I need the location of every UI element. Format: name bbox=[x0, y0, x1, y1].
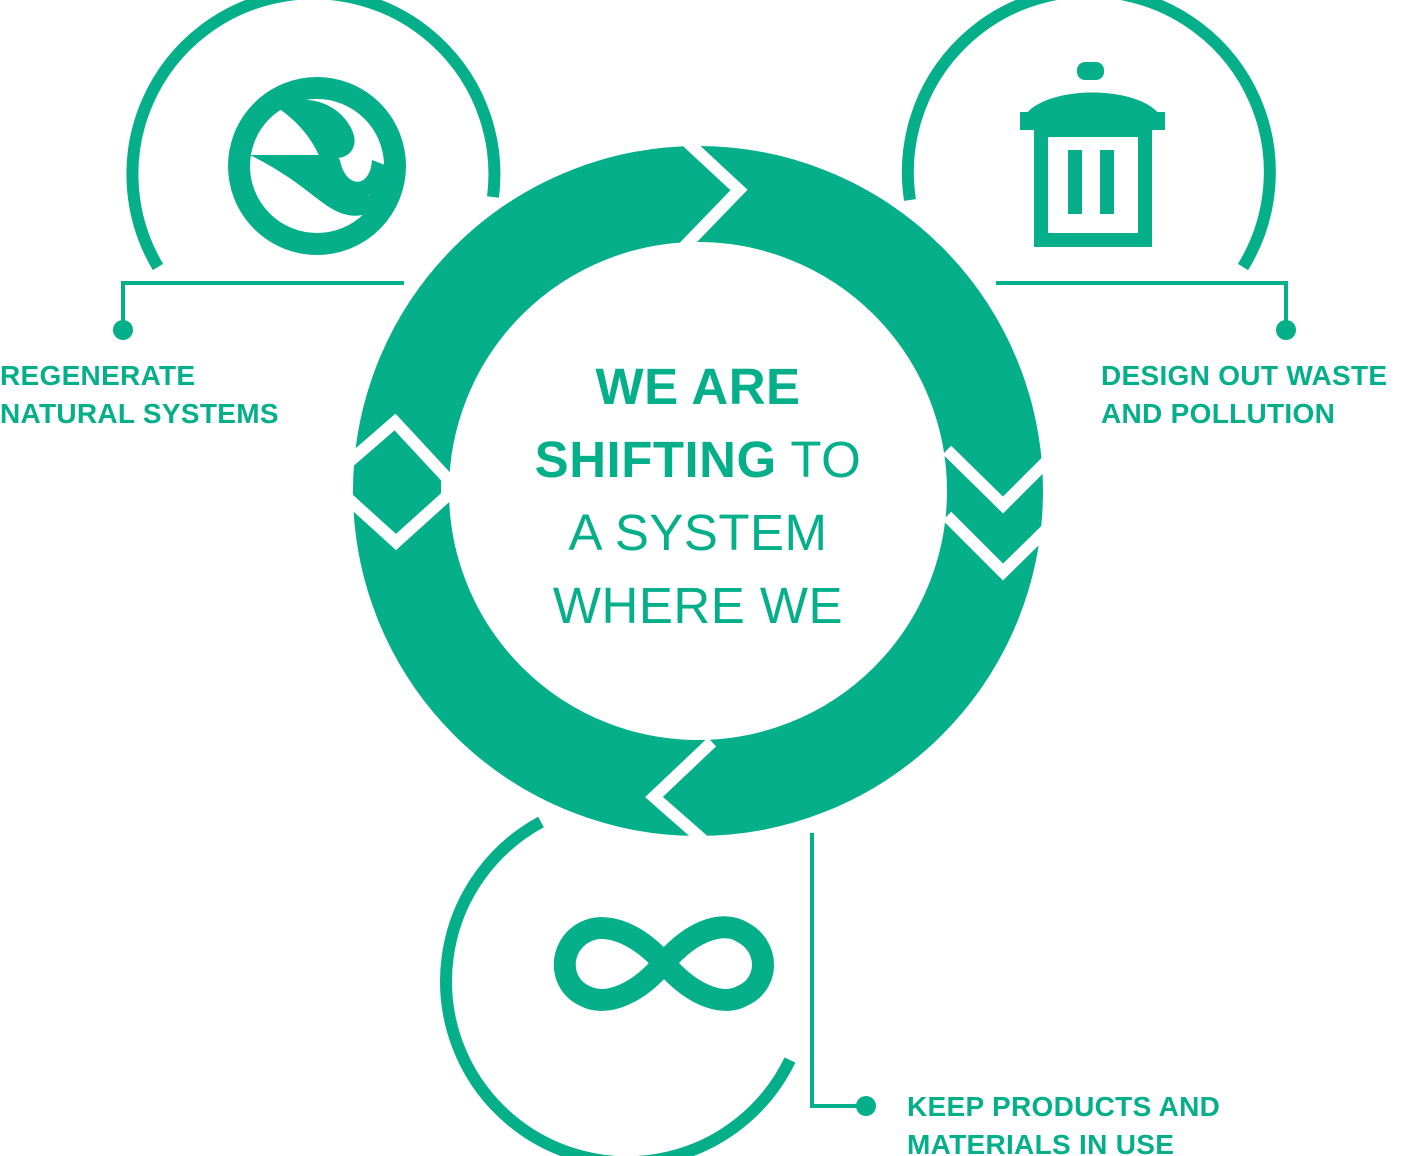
label-line: NATURAL SYSTEMS bbox=[0, 398, 279, 429]
design-connector-dot bbox=[1276, 320, 1296, 340]
trash-bin-icon bbox=[1020, 62, 1165, 247]
label-design-out-waste: DESIGN OUT WASTE AND POLLUTION bbox=[1101, 357, 1387, 433]
ring-divider-right bbox=[942, 445, 1063, 514]
center-line-1: WE ARE bbox=[595, 358, 801, 415]
regenerate-arc bbox=[126, 0, 501, 271]
label-line: DESIGN OUT WASTE bbox=[1101, 360, 1388, 391]
infinity-icon bbox=[553, 916, 774, 1011]
regenerate-connector bbox=[121, 281, 404, 327]
label-regenerate-natural-systems: REGENERATE NATURAL SYSTEMS bbox=[0, 357, 279, 433]
center-line-2-rest: TO bbox=[790, 431, 862, 488]
keep-arc bbox=[440, 816, 796, 1156]
label-line: AND POLLUTION bbox=[1101, 398, 1336, 429]
label-line: MATERIALS IN USE bbox=[907, 1129, 1175, 1156]
design-arc bbox=[901, 0, 1276, 271]
keep-connector-dot bbox=[856, 1096, 876, 1116]
label-keep-products-in-use: KEEP PRODUCTS AND MATERIALS IN USE bbox=[907, 1088, 1220, 1156]
keep-connector bbox=[810, 833, 862, 1108]
center-line-3: A SYSTEM bbox=[568, 504, 828, 561]
center-line-4: WHERE WE bbox=[552, 577, 844, 634]
label-line: KEEP PRODUCTS AND bbox=[907, 1091, 1221, 1122]
design-connector bbox=[996, 281, 1288, 327]
label-line: REGENERATE bbox=[0, 360, 196, 391]
regenerate-swirl-icon bbox=[228, 77, 406, 255]
ring-divider-bottom bbox=[645, 737, 717, 853]
ring-divider-left bbox=[338, 413, 453, 551]
center-emphasis-word: SHIFTING bbox=[534, 431, 777, 488]
ring-divider-top bbox=[677, 132, 748, 254]
regenerate-connector-dot bbox=[113, 320, 133, 340]
ring-divider-right-lower bbox=[942, 511, 1063, 581]
center-line-2: SHIFTING TO bbox=[448, 423, 948, 496]
center-statement: WE ARE SHIFTING TO A SYSTEM WHERE WE bbox=[448, 350, 948, 642]
